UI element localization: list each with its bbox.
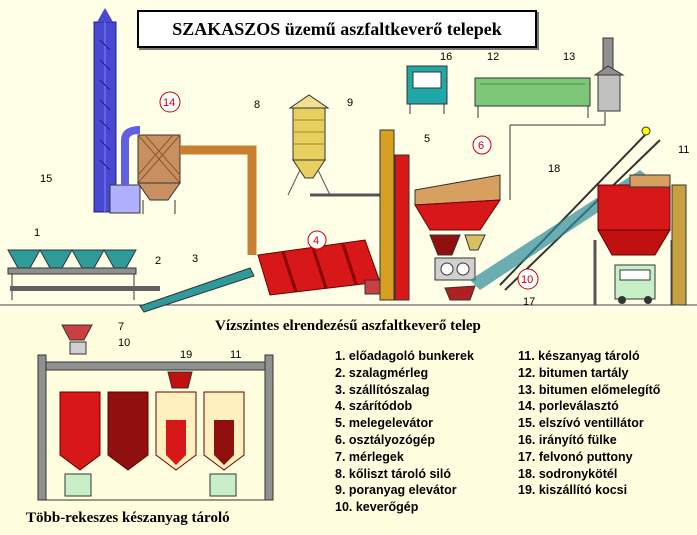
filler-elevator [379,129,395,301]
skip-car-lower [167,371,193,389]
legend-item: 2. szalagmérleg [335,365,429,380]
callout-18: 18 [548,163,560,175]
multi-silo-frame [37,354,274,501]
callout-3: 3 [192,253,198,265]
callout-10: 10 [521,274,533,286]
callout-1: 1 [34,227,40,239]
callout-17: 17 [523,296,535,308]
mixer [434,257,476,281]
legend-item: 15. elszívó ventillátor [518,416,644,431]
weigh-hopper-small [61,324,93,355]
legend-item: 12. bitumen tartály [518,365,629,380]
callout-2: 2 [155,255,161,267]
exhaust-fan [109,126,141,214]
filler-silo [287,94,331,196]
skip-bucket [444,285,476,301]
exhaust-duct [180,145,257,255]
subtitle-top: Vízszintes elrendezésű aszfaltkeverő tel… [215,318,481,334]
legend-item: 1. előadagoló bunkerek [335,349,474,363]
callout-8: 8 [254,99,260,111]
legend-item: 18. sodronykötél [518,466,618,481]
legend-right: 11. készanyag tároló 12. bitumen tartály… [518,348,660,499]
bitumen-heater [593,37,625,112]
legend-item: 3. szállítószalag [335,382,430,397]
callout-9: 9 [347,97,353,109]
subtitle-bottom: Több-rekeszes készanyag tároló [26,510,230,526]
callout-11-lower: 11 [230,349,241,361]
delivery-truck [614,264,656,304]
callout-16: 16 [440,51,452,63]
legend-item: 9. poranyag elevátor [335,483,457,498]
chimney [93,8,117,213]
legend-item: 6. osztályozógép [335,432,436,447]
callout-11: 11 [678,144,689,156]
callout-15: 15 [40,173,52,185]
callout-labels: 1 2 3 4 5 6 7 8 9 10 10 11 11 12 13 14 1… [34,51,689,361]
legend-item: 5. melegelevátor [335,416,433,431]
trucks-lower [64,473,237,497]
legend-item: 17. felvonó puttony [518,449,633,464]
legend-item: 16. irányító fülke [518,432,617,447]
bitumen-tank [474,77,591,118]
feeder-bunkers [7,249,160,300]
legend-item: 7. mérlegek [335,449,404,464]
storage-silo [593,174,687,306]
dust-separator [137,134,181,214]
legend-item: 11. készanyag tároló [518,349,640,363]
control-cabin [406,65,448,114]
belt-conveyor [139,267,255,313]
legend-left: 1. előadagoló bunkerek 2. szalagmérleg 3… [335,348,474,516]
legend-item: 14. porleválasztó [518,399,619,414]
silo-row [59,391,245,471]
callout-4: 4 [313,235,319,247]
legend-item: 8. kőliszt tároló siló [335,466,451,481]
screening-unit [414,174,501,256]
callout-12: 12 [487,51,499,63]
callout-19: 19 [180,349,192,361]
legend-item: 4. szárítódob [335,399,413,414]
callout-7: 7 [118,321,124,333]
callout-5: 5 [424,133,430,145]
legend-item: 10. keverőgép [335,500,419,515]
callout-10-lower: 10 [118,337,130,349]
legend-item: 13. bitumen előmelegítő [518,382,661,397]
callout-13: 13 [563,51,575,63]
hot-elevator [394,154,410,301]
diagram-title: SZAKASZOS üzemű aszfaltkeverő telepek [137,10,537,48]
callout-6: 6 [478,140,484,152]
callout-14: 14 [163,97,175,109]
legend-item: 19. kiszállító kocsi [518,483,628,498]
